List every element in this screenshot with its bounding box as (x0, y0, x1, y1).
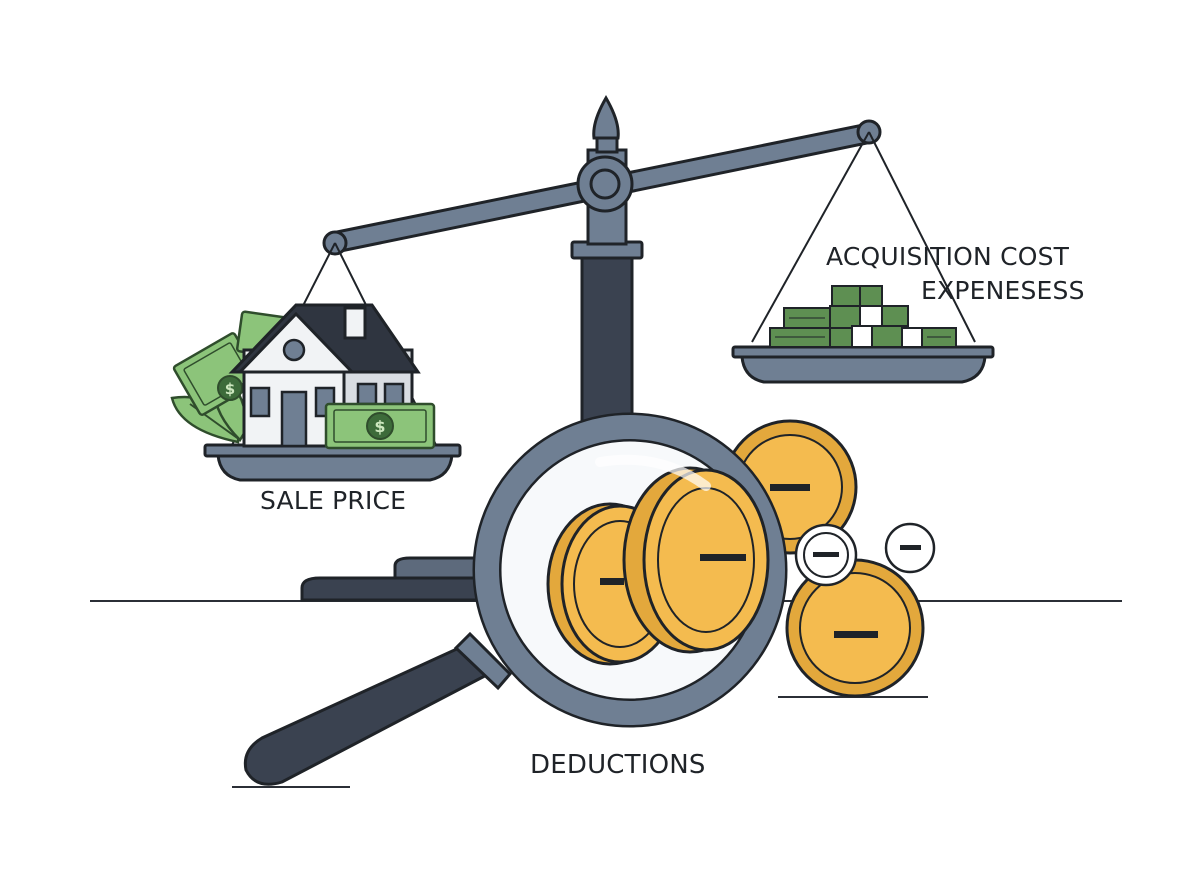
sale-price-label: SALE PRICE (260, 486, 407, 515)
banknote-front-icon: $ (324, 402, 436, 450)
scale-beam (322, 119, 882, 256)
coin-icon (622, 466, 770, 654)
right-scale-pan (731, 131, 995, 384)
coin-icon (785, 558, 925, 698)
minus-badge-icon (884, 522, 936, 574)
svg-text:$: $ (225, 380, 235, 398)
deductions-label: DEDUCTIONS (530, 750, 706, 780)
magnifying-glass-handle (243, 631, 513, 786)
minus-badge-icon (794, 523, 858, 587)
lens-glare (595, 454, 711, 491)
expenses-label: EXPENESESS (921, 276, 1085, 305)
svg-text:$: $ (374, 417, 385, 436)
cash-stack-icon (769, 285, 957, 348)
acquisition-cost-label: ACQUISITION COST (826, 242, 1070, 271)
